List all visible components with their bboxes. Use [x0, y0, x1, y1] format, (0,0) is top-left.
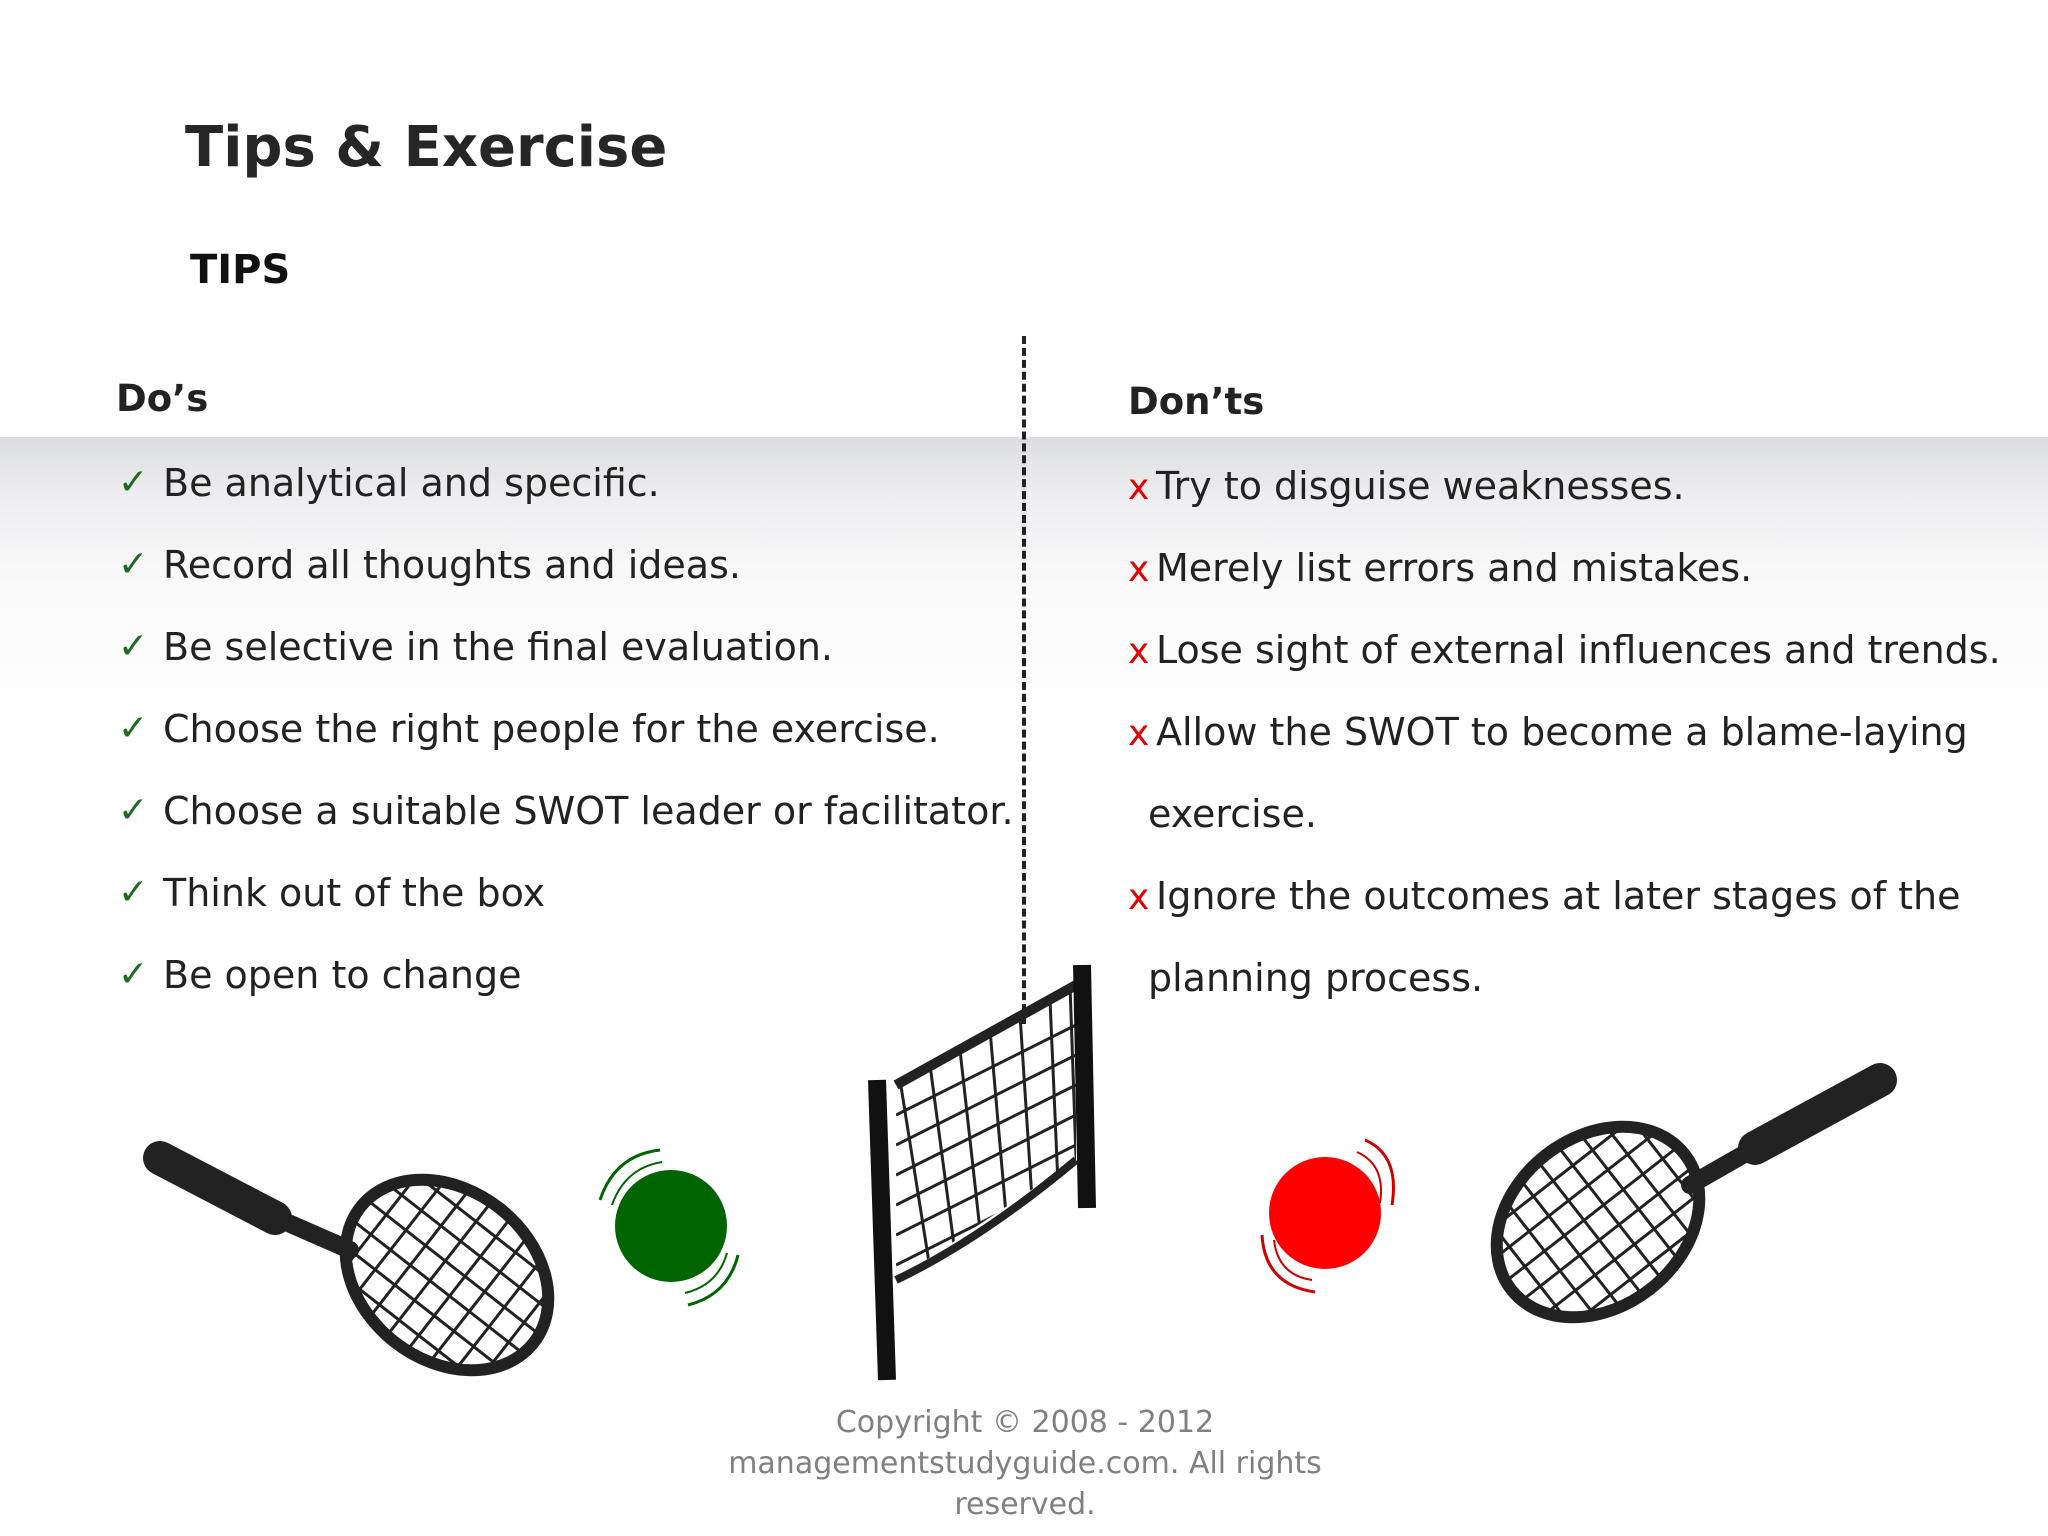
dos-item: ✓Record all thoughts and ideas. [118, 524, 998, 606]
green-ball-icon [598, 1148, 740, 1307]
racket-left-icon [143, 1140, 587, 1410]
dos-item: ✓Be open to change [118, 934, 998, 1016]
cross-icon: x [1128, 713, 1150, 754]
check-icon: ✓ [118, 872, 149, 913]
copyright-footer: Copyright © 2008 - 2012 managementstudyg… [728, 1405, 1322, 1522]
donts-item-continuation: exercise. [1148, 792, 1317, 836]
cross-icon: x [1128, 549, 1150, 590]
racket-right-icon [1458, 1063, 1897, 1357]
dos-item: ✓Be analytical and specific. [118, 442, 998, 524]
cross-icon: x [1128, 467, 1150, 508]
check-icon: ✓ [118, 544, 149, 585]
dos-list: ✓Be analytical and specific. ✓Record all… [118, 442, 1014, 1016]
check-icon: ✓ [118, 790, 149, 831]
red-ball-icon [1260, 1138, 1395, 1294]
dos-heading: Do’s [116, 377, 209, 420]
dos-item: ✓Choose a suitable SWOT leader or facili… [118, 770, 1014, 852]
dos-item: ✓Choose the right people for the exercis… [118, 688, 998, 770]
column-divider [1022, 336, 1026, 1024]
dos-item: ✓Think out of the box [118, 852, 998, 934]
check-icon: ✓ [118, 462, 149, 503]
cross-icon: x [1128, 631, 1150, 672]
net-icon [868, 964, 1096, 1381]
check-icon: ✓ [118, 708, 149, 749]
donts-heading: Don’ts [1128, 380, 1265, 423]
slide-title: Tips & Exercise [185, 115, 668, 180]
check-icon: ✓ [118, 954, 149, 995]
cross-icon: x [1128, 877, 1150, 918]
slide-subtitle: TIPS [190, 247, 291, 293]
check-icon: ✓ [118, 626, 149, 667]
dos-item: ✓Be selective in the final evaluation. [118, 606, 998, 688]
donts-item-continuation: planning process. [1148, 956, 1484, 1000]
